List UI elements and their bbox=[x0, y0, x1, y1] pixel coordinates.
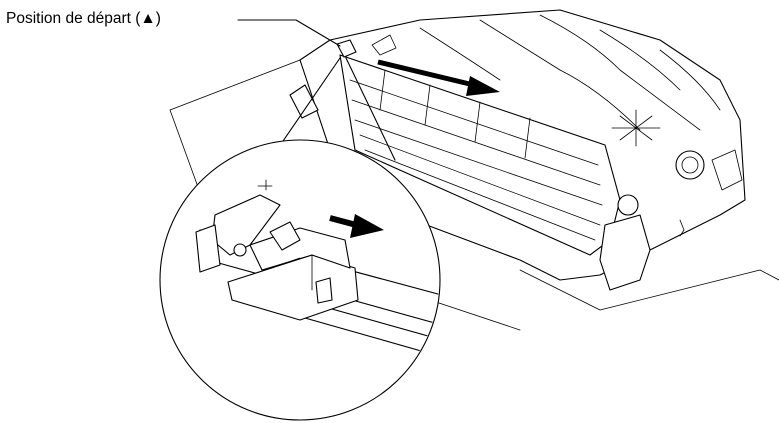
start-position-callout-label: Position de départ (▲) bbox=[6, 10, 161, 27]
magnified-detail-circle bbox=[159, 139, 441, 421]
callout-leader-line bbox=[237, 19, 341, 47]
slide-direction-arrow-large bbox=[377, 59, 500, 96]
green-tab-start-position bbox=[336, 39, 357, 58]
